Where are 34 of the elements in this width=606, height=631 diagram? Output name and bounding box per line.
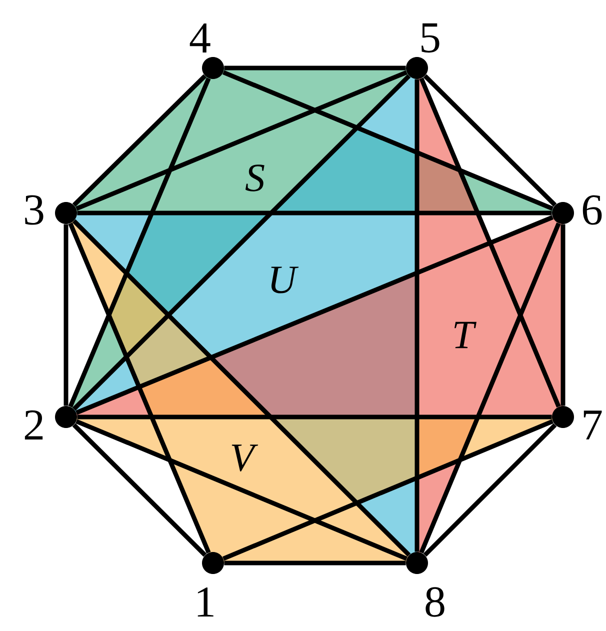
region-label: V <box>232 444 258 472</box>
line <box>419 77 561 408</box>
line <box>72 74 411 411</box>
line <box>76 215 554 415</box>
line <box>222 70 554 211</box>
line <box>75 419 408 561</box>
line <box>72 423 207 557</box>
vertex-label: 2 <box>24 410 43 440</box>
line <box>72 219 411 557</box>
vertex-label: 6 <box>582 195 602 225</box>
line <box>419 222 561 554</box>
line <box>423 423 557 557</box>
region-label: S <box>245 164 264 192</box>
vertex-label: 7 <box>584 410 602 440</box>
vertex-label: 1 <box>198 587 214 617</box>
line <box>77 414 552 420</box>
line <box>224 560 406 566</box>
line <box>423 74 557 207</box>
vertex-label: 5 <box>422 23 440 53</box>
line <box>560 224 566 406</box>
vertex-label: 3 <box>25 195 44 225</box>
line <box>72 74 207 207</box>
line <box>64 224 68 406</box>
line <box>224 66 406 70</box>
line <box>68 222 211 554</box>
line <box>76 70 408 211</box>
vertex-label: 8 <box>426 587 444 617</box>
line <box>68 77 211 408</box>
line <box>77 210 552 216</box>
region-label: T <box>454 322 476 348</box>
region-label: U <box>271 266 299 294</box>
line <box>414 79 420 552</box>
vertex-label: 4 <box>190 24 210 52</box>
line <box>222 419 554 561</box>
